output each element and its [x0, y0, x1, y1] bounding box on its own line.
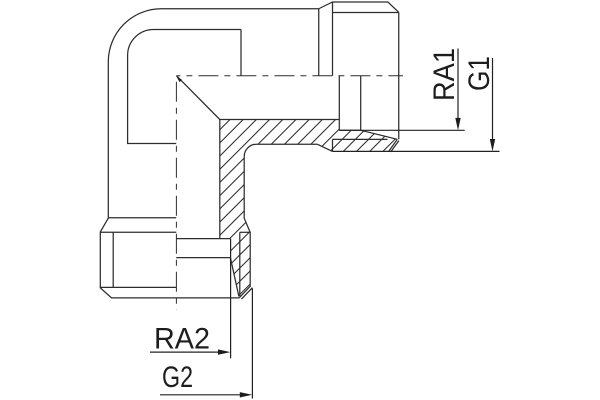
svg-text:RA2: RA2 — [154, 322, 210, 355]
svg-text:G1: G1 — [463, 56, 496, 91]
svg-text:G2: G2 — [162, 361, 193, 394]
svg-text:RA1: RA1 — [428, 48, 461, 101]
